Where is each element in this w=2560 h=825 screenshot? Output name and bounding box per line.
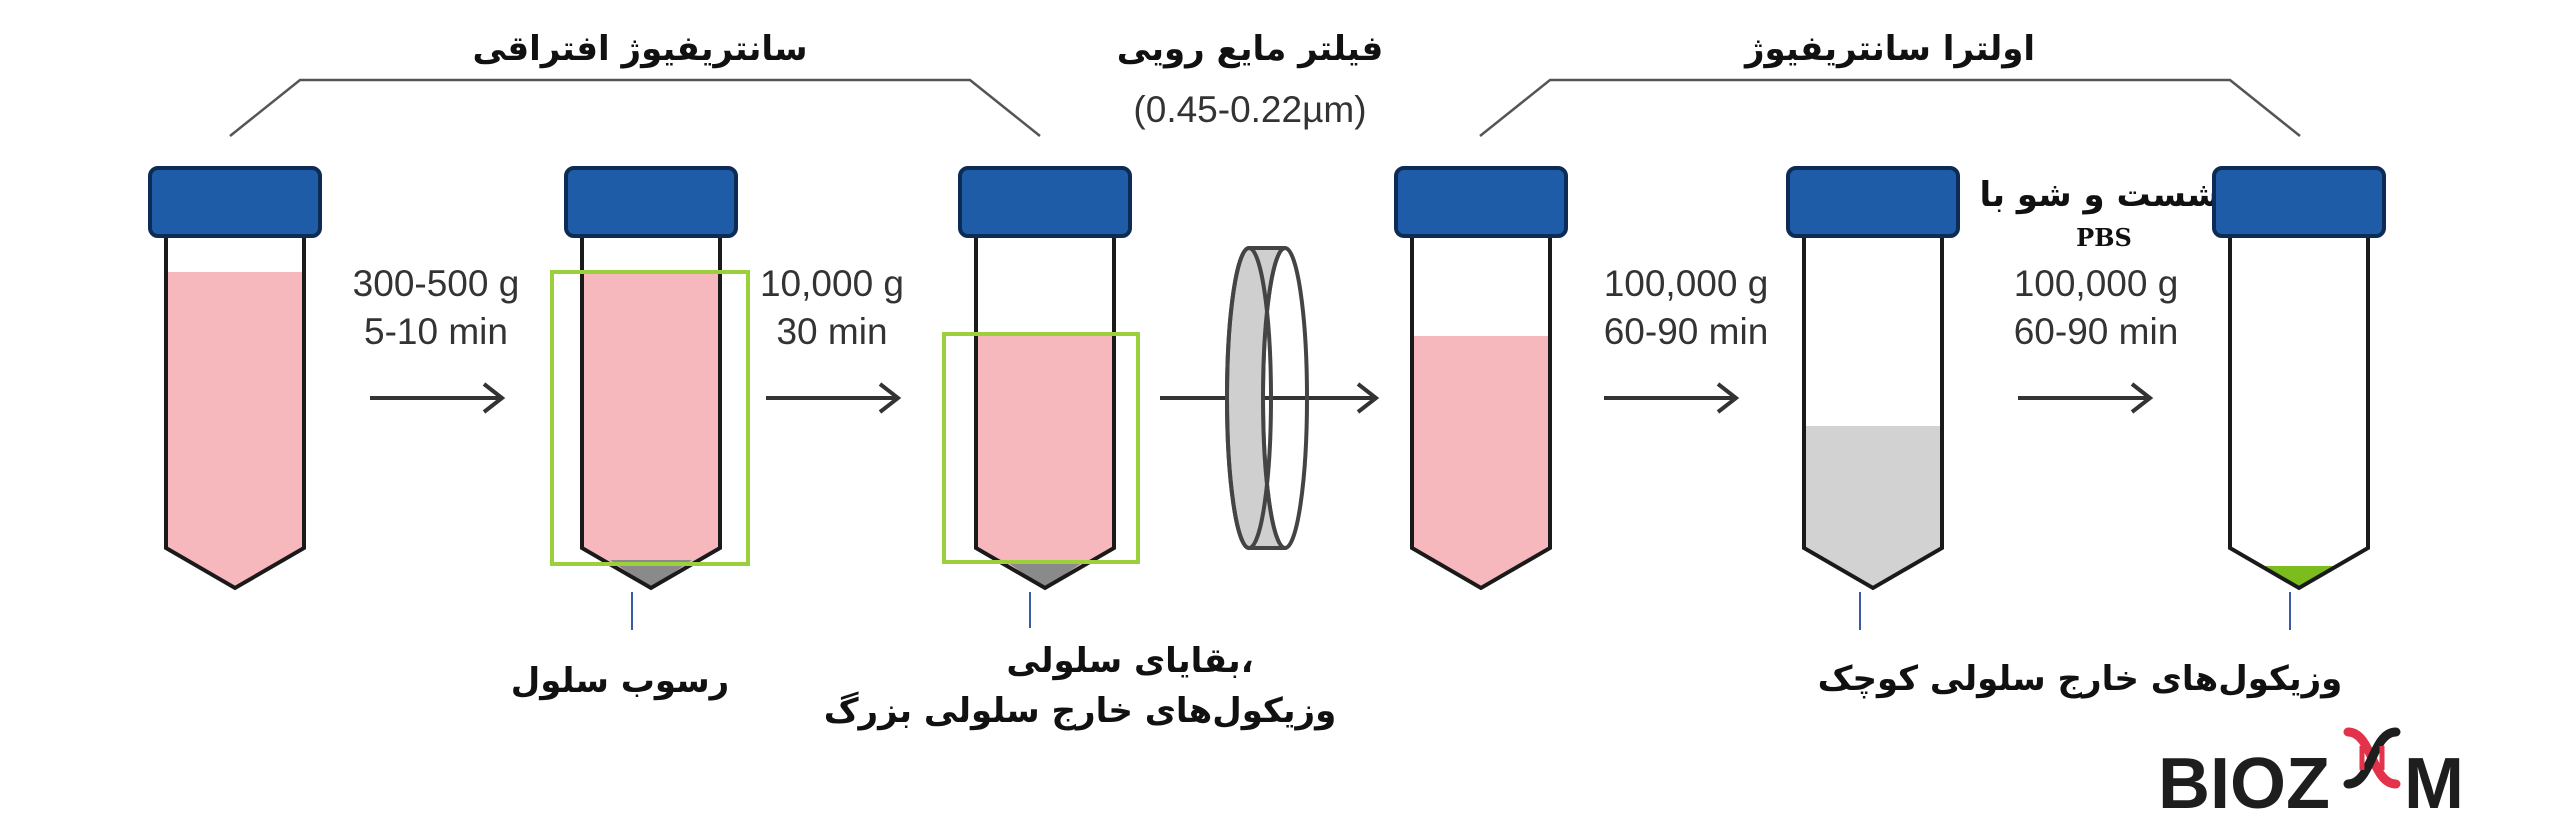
step1-time: 5-10 min xyxy=(364,311,508,352)
step2-arrow xyxy=(766,382,902,414)
wash-label: شست و شو با xyxy=(1980,175,2221,215)
filter-step xyxy=(1160,246,1380,550)
differential-centrifuge-heading: سانتریفیوژ افتراقی xyxy=(472,29,807,69)
tube-ultracentrifuge xyxy=(1786,166,1960,630)
sample-fill xyxy=(582,272,720,588)
logo-text-right: M xyxy=(2404,744,2464,824)
supernatant-fill xyxy=(1804,426,1942,588)
filtration-pore-size: (0.45-0.22µm) xyxy=(1133,89,1366,130)
debris-label-line2: وزیکول‌های خارج سلولی بزرگ xyxy=(824,690,1337,731)
debris-label-line1: بقایای سلولی، xyxy=(1006,641,1253,681)
highlight-box xyxy=(942,332,1140,564)
step3-arrow xyxy=(1604,382,1740,414)
tube-cell-pellet xyxy=(550,166,750,630)
step4-arrow xyxy=(2018,382,2154,414)
sample-fill xyxy=(166,272,304,588)
differential-centrifuge-bracket xyxy=(229,78,1041,137)
wash-agent: PBS xyxy=(2076,223,2132,252)
tube-small-ev xyxy=(2212,166,2386,630)
filter-ring-front xyxy=(1225,246,1273,550)
step1-arrow xyxy=(370,382,506,414)
tube-body xyxy=(580,228,722,591)
dna-icon xyxy=(2343,727,2401,789)
tube-cap xyxy=(958,166,1132,238)
tube-body xyxy=(974,228,1116,591)
step3-force: 100,000 g xyxy=(1604,263,1769,304)
sample-fill xyxy=(1412,336,1550,588)
cell-pellet-label: رسوب سلول xyxy=(511,661,729,701)
tube-cap xyxy=(2212,166,2386,238)
ultracentrifuge-heading: اولترا سانتریفیوژ xyxy=(1743,29,2035,69)
pellet xyxy=(610,560,692,588)
tube-cap xyxy=(564,166,738,238)
tube-body xyxy=(1802,228,1944,591)
logo-text-left: BIOZ xyxy=(2158,744,2330,824)
highlight-box xyxy=(550,270,750,566)
pellet xyxy=(1004,560,1086,588)
tube-body xyxy=(2228,228,2370,591)
ev-pellet xyxy=(2262,566,2336,588)
tube-cap xyxy=(1786,166,1960,238)
filtration-heading: فیلتر مایع رویی xyxy=(1117,29,1383,69)
biozoom-logo: BIOZ M xyxy=(2158,727,2464,824)
step1-force: 300-500 g xyxy=(353,263,520,304)
step4-time: 60-90 min xyxy=(2014,311,2179,352)
ultracentrifuge-bracket xyxy=(1479,78,2301,137)
tube-cell-debris xyxy=(942,166,1140,628)
step4-force: 100,000 g xyxy=(2014,263,2179,304)
tube-sample xyxy=(148,166,322,591)
filter-arrow-head xyxy=(1356,382,1380,414)
step2-force: 10,000 g xyxy=(760,263,904,304)
step3-time: 60-90 min xyxy=(1604,311,1769,352)
tube-cap xyxy=(148,166,322,238)
tube-body xyxy=(164,228,306,591)
tube-filtered-supernatant xyxy=(1394,166,1568,591)
step2-time: 30 min xyxy=(776,311,887,352)
small-ev-label: وزیکول‌های خارج سلولی کوچک xyxy=(1818,659,2343,699)
tube-cap xyxy=(1394,166,1568,238)
sample-fill xyxy=(976,336,1114,588)
tube-body xyxy=(1410,228,1552,591)
